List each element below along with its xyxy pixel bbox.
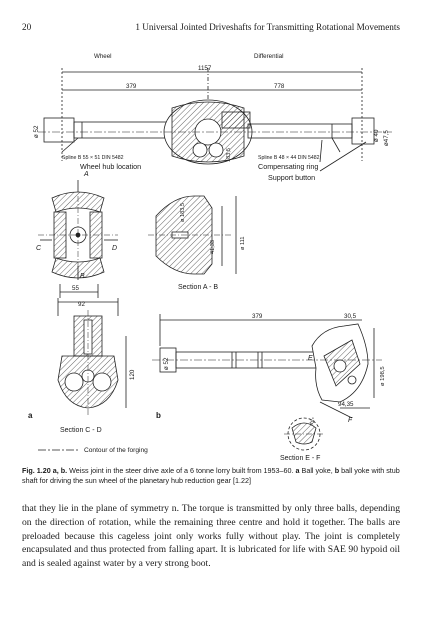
dim-47-5: ø47,5: [383, 130, 390, 146]
dim-183-5-top: 183,5: [226, 148, 232, 162]
dim-778: 778: [274, 83, 285, 90]
label-subfigure-b: b: [156, 411, 161, 420]
label-wheel: Wheel: [94, 53, 112, 60]
dim-111: ø 111: [240, 237, 246, 250]
letter-b: B: [80, 273, 85, 280]
dim-379-top: 379: [126, 83, 137, 90]
caption-text-3: ball yoke with stub shaft for driving th…: [22, 466, 400, 485]
dim-1157: 1157: [198, 65, 212, 72]
stub-shaft-drawing: [38, 314, 382, 451]
page-number: 20: [22, 22, 32, 32]
figure-1-20: Wheel Differential 1157 379 778 ø 52 ø 4…: [22, 46, 400, 466]
dim-183-5-mid: ø 183,5: [180, 203, 186, 222]
letter-c: C: [36, 245, 42, 252]
caption-b-label: b: [334, 466, 340, 475]
caption-label: Fig. 1.20 a, b.: [22, 466, 68, 475]
dim-55: 55: [72, 285, 79, 292]
label-section-ab: Section A - B: [178, 284, 218, 291]
caption-a-label: a: [295, 466, 300, 475]
body-paragraph: that they lie in the plane of symmetry n…: [22, 503, 400, 570]
caption-text-1: Weiss joint in the steer drive axle of a…: [67, 466, 296, 475]
dim-92: 92: [78, 301, 85, 308]
page-header: 20 1 Universal Jointed Driveshafts for T…: [22, 22, 400, 36]
label-contour-forging: Contour of the forging: [84, 447, 148, 454]
ball-yoke-front-view: [38, 180, 118, 298]
label-support-button: Support button: [268, 173, 315, 182]
figure-caption: Fig. 1.20 a, b. Weiss joint in the steer…: [22, 466, 400, 485]
dim-52-left: ø 52: [33, 125, 40, 138]
label-differential: Differential: [254, 53, 283, 60]
letter-a: A: [83, 171, 89, 178]
label-spline-left: Spline B 55 × 51 DIN 5482: [62, 155, 124, 161]
dim-40: ø 40: [373, 129, 380, 142]
running-head: 1 Universal Jointed Driveshafts for Tran…: [135, 22, 400, 32]
label-section-ef: Section E - F: [280, 455, 320, 462]
label-compensating-ring: Compensating ring: [258, 162, 318, 171]
axle-assembly-drawing: [38, 68, 392, 172]
section-c-d-drawing: [57, 298, 127, 416]
label-section-cd: Section C - D: [60, 427, 102, 434]
label-subfigure-a: a: [28, 411, 33, 420]
label-wheel-hub-location: Wheel hub location: [80, 162, 141, 171]
label-spline-right: Spline B 48 × 44 DIN 5482: [258, 155, 320, 161]
dim-94-35: 94,35: [338, 401, 354, 408]
caption-text-2: Ball yoke,: [299, 466, 335, 475]
dim-41-33: 41,33: [210, 240, 216, 254]
section-a-b-drawing: [148, 195, 237, 275]
letter-f: F: [348, 417, 353, 424]
dim-30-5: 30,5: [344, 313, 357, 320]
dim-198-5: ø 198,5: [380, 366, 386, 386]
dim-379-b: 379: [252, 313, 263, 320]
letter-e: E: [308, 355, 313, 362]
dim-45-deg: 45°: [309, 417, 318, 427]
letter-d: D: [112, 245, 117, 252]
dim-52-b: ø 52: [163, 357, 170, 370]
dim-120: 120: [129, 369, 136, 380]
